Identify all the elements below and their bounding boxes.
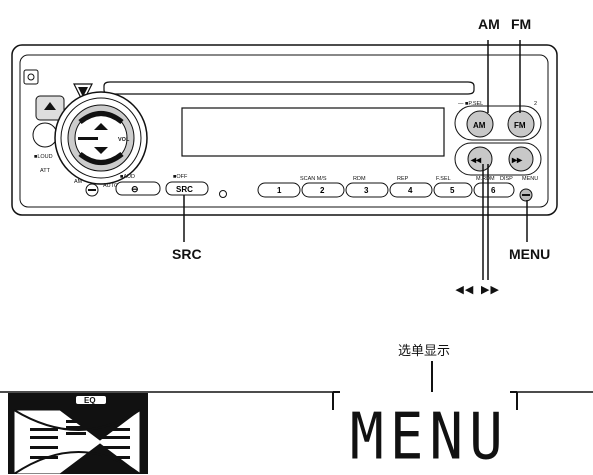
track-cluster xyxy=(454,142,542,176)
rdm-label: RDM xyxy=(353,176,366,182)
preset-label-4: 4 xyxy=(408,186,413,195)
eject-icon xyxy=(44,102,56,110)
num-2-label: 2 xyxy=(534,101,537,107)
next-track-icon: ▸▸ xyxy=(511,155,523,166)
src-callout: SRC xyxy=(172,246,202,262)
am-fm-cluster xyxy=(454,105,542,141)
am-button-label: AM xyxy=(473,121,486,130)
preset-label-2: 2 xyxy=(320,186,325,195)
psel-label: — ■P.SEL xyxy=(458,101,483,107)
mrdm-label: M.RDM xyxy=(476,176,495,182)
preset-label-1: 1 xyxy=(277,186,282,195)
aud-button-glyph: ⊖ xyxy=(131,184,139,194)
prev-track-button[interactable] xyxy=(467,146,493,172)
preset-label-5: 5 xyxy=(450,186,455,195)
lcd-display xyxy=(333,380,517,474)
preset-buttons: 1 2 3 4 5 6 xyxy=(257,182,515,198)
rep-label: REP xyxy=(397,176,409,182)
off-label: ■OFF xyxy=(173,174,188,180)
volume-down-icon xyxy=(94,147,108,154)
eq-graphic: EQ xyxy=(8,393,148,474)
menu-small-label: MENU xyxy=(522,176,538,182)
am-callout: AM xyxy=(478,16,500,32)
aud-button[interactable] xyxy=(115,181,161,196)
fm-button[interactable] xyxy=(507,110,535,138)
menu-display-caption: 选单显示 xyxy=(398,344,451,359)
preset-button-2[interactable] xyxy=(301,182,345,198)
loud-label: ■LOUD xyxy=(34,154,53,160)
preset-label-3: 3 xyxy=(364,186,369,195)
preset-button-6[interactable] xyxy=(473,182,515,198)
vol-label: VOL xyxy=(118,137,130,143)
fsel-label: F.SEL xyxy=(436,176,451,182)
eject-indicator-icon xyxy=(73,83,93,104)
volume-knob[interactable] xyxy=(54,91,148,185)
faceplate-outer xyxy=(11,44,558,216)
next-track-button[interactable] xyxy=(508,146,534,172)
prev-track-icon: ◂◂ xyxy=(470,155,482,166)
reset-button[interactable] xyxy=(219,190,227,198)
scan-ms-label: SCAN M/S xyxy=(300,176,327,182)
preset-label-6: 6 xyxy=(491,186,496,195)
display-window xyxy=(181,107,445,157)
loud-button[interactable] xyxy=(32,122,58,148)
att-label: ATT xyxy=(40,168,51,174)
src-button[interactable] xyxy=(165,181,209,196)
am-small-label: AM xyxy=(74,179,83,185)
eq-label: EQ xyxy=(84,396,96,405)
aud-label: ■AUD xyxy=(120,174,135,180)
preset-button-1[interactable] xyxy=(257,182,301,198)
lcd-menu-text: MENU xyxy=(350,400,509,475)
auto-label: AUTO xyxy=(103,183,119,189)
menu-callout: MENU xyxy=(509,246,551,262)
preset-button-3[interactable] xyxy=(345,182,389,198)
am-button[interactable] xyxy=(466,110,494,138)
disp-label: DISP xyxy=(500,176,513,182)
faceplate-inner xyxy=(19,54,549,208)
cd-slot xyxy=(103,81,475,95)
prev-next-callout: ◂◂ ▸▸ xyxy=(456,281,501,298)
preset-button-4[interactable] xyxy=(389,182,433,198)
release-icon[interactable] xyxy=(23,69,39,85)
volume-up-icon xyxy=(94,123,108,130)
preset-button-5[interactable] xyxy=(433,182,473,198)
fm-button-label: FM xyxy=(514,121,526,130)
src-button-label: SRC xyxy=(176,185,193,194)
fm-callout: FM xyxy=(511,16,532,32)
